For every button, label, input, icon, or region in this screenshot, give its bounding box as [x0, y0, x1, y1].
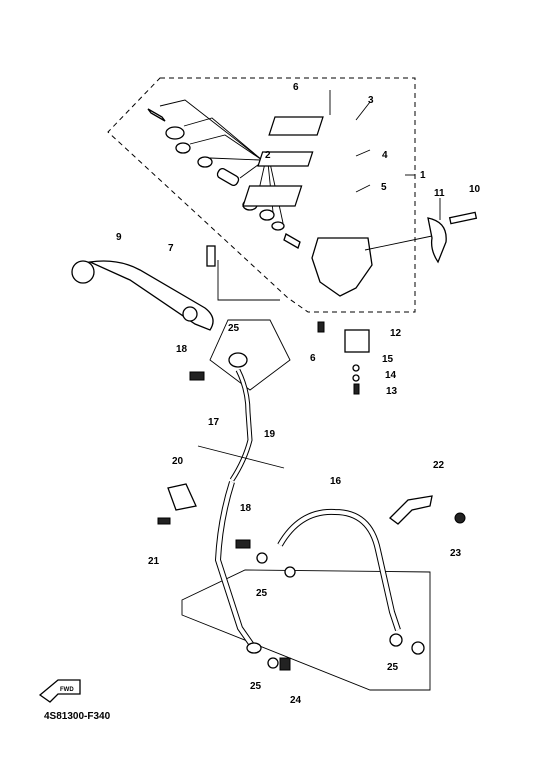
callout-25b: 25 — [256, 588, 268, 599]
callout-25d: 25 — [387, 662, 399, 673]
callout-19: 19 — [264, 429, 276, 440]
callout-22: 22 — [433, 460, 445, 471]
gasket-right-2 — [411, 641, 425, 655]
callout-1: 1 — [420, 170, 426, 181]
callout-18: 18 — [176, 344, 188, 355]
callout-24: 24 — [290, 695, 302, 706]
callout-21: 21 — [148, 556, 160, 567]
callout-6: 6 — [293, 82, 299, 93]
callout-6b: 6 — [310, 353, 316, 364]
gasket-mid-1 — [256, 552, 268, 564]
leader-2c — [189, 134, 263, 161]
callout-3: 3 — [368, 95, 374, 106]
union-bolt-18-lower — [235, 539, 251, 549]
kit-spring — [283, 233, 301, 249]
kit-boot — [165, 126, 185, 140]
lever-ball-end — [71, 260, 95, 284]
reservoir-cap — [268, 116, 324, 136]
lever-pivot — [182, 306, 198, 322]
clamp-line — [364, 235, 433, 251]
callout-25a: 25 — [228, 323, 240, 334]
leader-3 — [355, 101, 371, 121]
leader-4 — [355, 149, 371, 157]
screw-13 — [353, 383, 360, 395]
callout-14: 14 — [385, 370, 397, 381]
callout-2: 2 — [265, 150, 271, 161]
kit-circlip — [175, 142, 191, 154]
master-cylinder-body — [311, 237, 373, 297]
callout-5: 5 — [381, 182, 387, 193]
gasket-lower-1 — [267, 657, 279, 669]
callout-17: 17 — [208, 417, 220, 428]
leader-2b — [183, 117, 263, 161]
callout-20: 20 — [172, 456, 184, 467]
banjo-fitting-lower — [246, 642, 262, 654]
union-bolt-upper — [189, 371, 205, 381]
gasket-zone-upper — [209, 319, 291, 391]
callout-16: 16 — [330, 476, 342, 487]
callout-13: 13 — [386, 386, 398, 397]
master-cylinder-kit — [147, 99, 301, 249]
kit-cup-2 — [259, 209, 275, 221]
hose-guide — [167, 483, 197, 511]
washer-14 — [352, 374, 360, 382]
callout-7: 7 — [168, 243, 174, 254]
gasket-zone-lower — [181, 569, 431, 691]
leader-7 — [217, 260, 280, 301]
kit-seal — [271, 221, 285, 231]
cable-tie — [197, 445, 285, 469]
leader-2a — [159, 99, 263, 161]
banjo-fitting-upper — [228, 352, 248, 368]
master-cylinder-holder — [427, 217, 447, 264]
guide-bolt — [157, 517, 171, 525]
leader-2d — [209, 157, 261, 161]
callout-10: 10 — [469, 184, 481, 195]
diaphragm-holder — [257, 151, 314, 167]
svg-text:FWD: FWD — [60, 687, 74, 693]
callout-4: 4 — [382, 150, 388, 161]
diagram-code: 4S81300-F340 — [44, 711, 111, 722]
brake-switch — [344, 329, 370, 353]
reservoir-cover-parts — [242, 90, 371, 207]
gasket-right-1 — [389, 633, 403, 647]
brake-lever — [87, 260, 214, 331]
holder-bolt — [448, 211, 478, 225]
callout-23: 23 — [450, 548, 462, 559]
callout-9: 9 — [116, 232, 122, 243]
brake-hose-right-inner — [278, 509, 400, 631]
hose-bracket — [389, 495, 433, 525]
callout-11: 11 — [434, 188, 445, 199]
brake-hose-lower-inner — [215, 481, 256, 650]
callout-12: 12 — [390, 328, 402, 339]
callout-18b: 18 — [240, 503, 252, 514]
callout-25c: 25 — [250, 681, 262, 692]
pivot-bolt — [206, 245, 216, 267]
push-rod — [147, 108, 166, 122]
nut-8 — [317, 321, 325, 333]
brake-hose-upper-inner — [230, 369, 252, 481]
leader-5 — [355, 184, 371, 193]
diaphragm — [242, 185, 303, 207]
bracket-clip — [454, 512, 466, 524]
union-bolt-24 — [279, 657, 291, 671]
callout-15: 15 — [382, 354, 394, 365]
kit-piston — [216, 167, 240, 187]
gasket-mid-2 — [284, 566, 296, 578]
fwd-arrow-icon: FWD — [38, 679, 81, 703]
washer-15 — [352, 364, 360, 372]
kit-washer — [197, 156, 213, 168]
assembly-boundary — [107, 77, 416, 313]
